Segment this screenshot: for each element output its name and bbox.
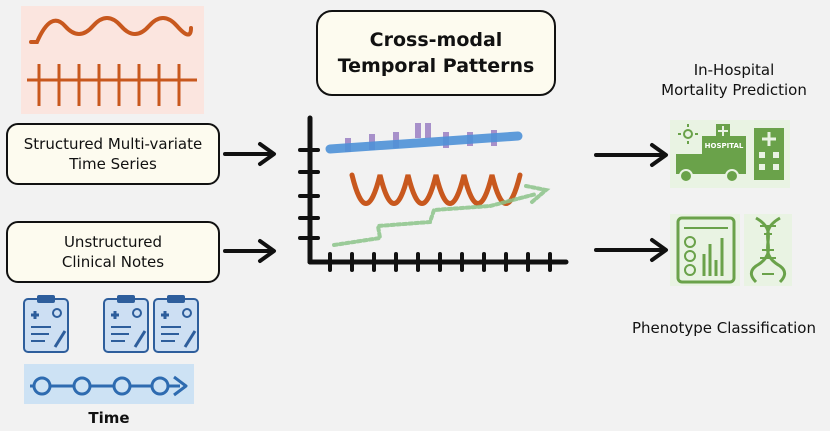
clinical-note-icon: [101, 293, 151, 355]
arrow-mortality: [594, 143, 668, 167]
clinical-note-icon: [21, 293, 71, 355]
svg-text:HOSPITAL: HOSPITAL: [705, 142, 744, 150]
arrow-structured: [223, 142, 276, 166]
mortality-label: In-Hospital Mortality Prediction: [661, 61, 807, 99]
title-box: Cross-modal Temporal Patterns: [316, 10, 556, 96]
timeline-label: Time: [88, 409, 130, 427]
orange-wave: [349, 172, 523, 206]
x-ticks: [328, 252, 552, 272]
clinical-notes-box: Unstructured Clinical Notes: [6, 221, 220, 283]
medical-report-icon: [670, 214, 740, 286]
phenotype-label: Phenotype Classification: [632, 319, 816, 337]
dna-icon: [744, 214, 792, 286]
structured-time-series-box: Structured Multi-variate Time Series: [6, 123, 220, 185]
blue-trend-line: [325, 131, 523, 154]
y-ticks: [298, 148, 320, 240]
arrow-notes: [223, 239, 276, 263]
timeseries-icon: [21, 6, 204, 114]
arrow-phenotype: [594, 238, 668, 262]
timeline: [24, 364, 194, 404]
clinical-note-icon: [151, 293, 201, 355]
hospital-icon: HOSPITAL: [670, 120, 790, 188]
green-trend-arrow: [332, 184, 551, 247]
